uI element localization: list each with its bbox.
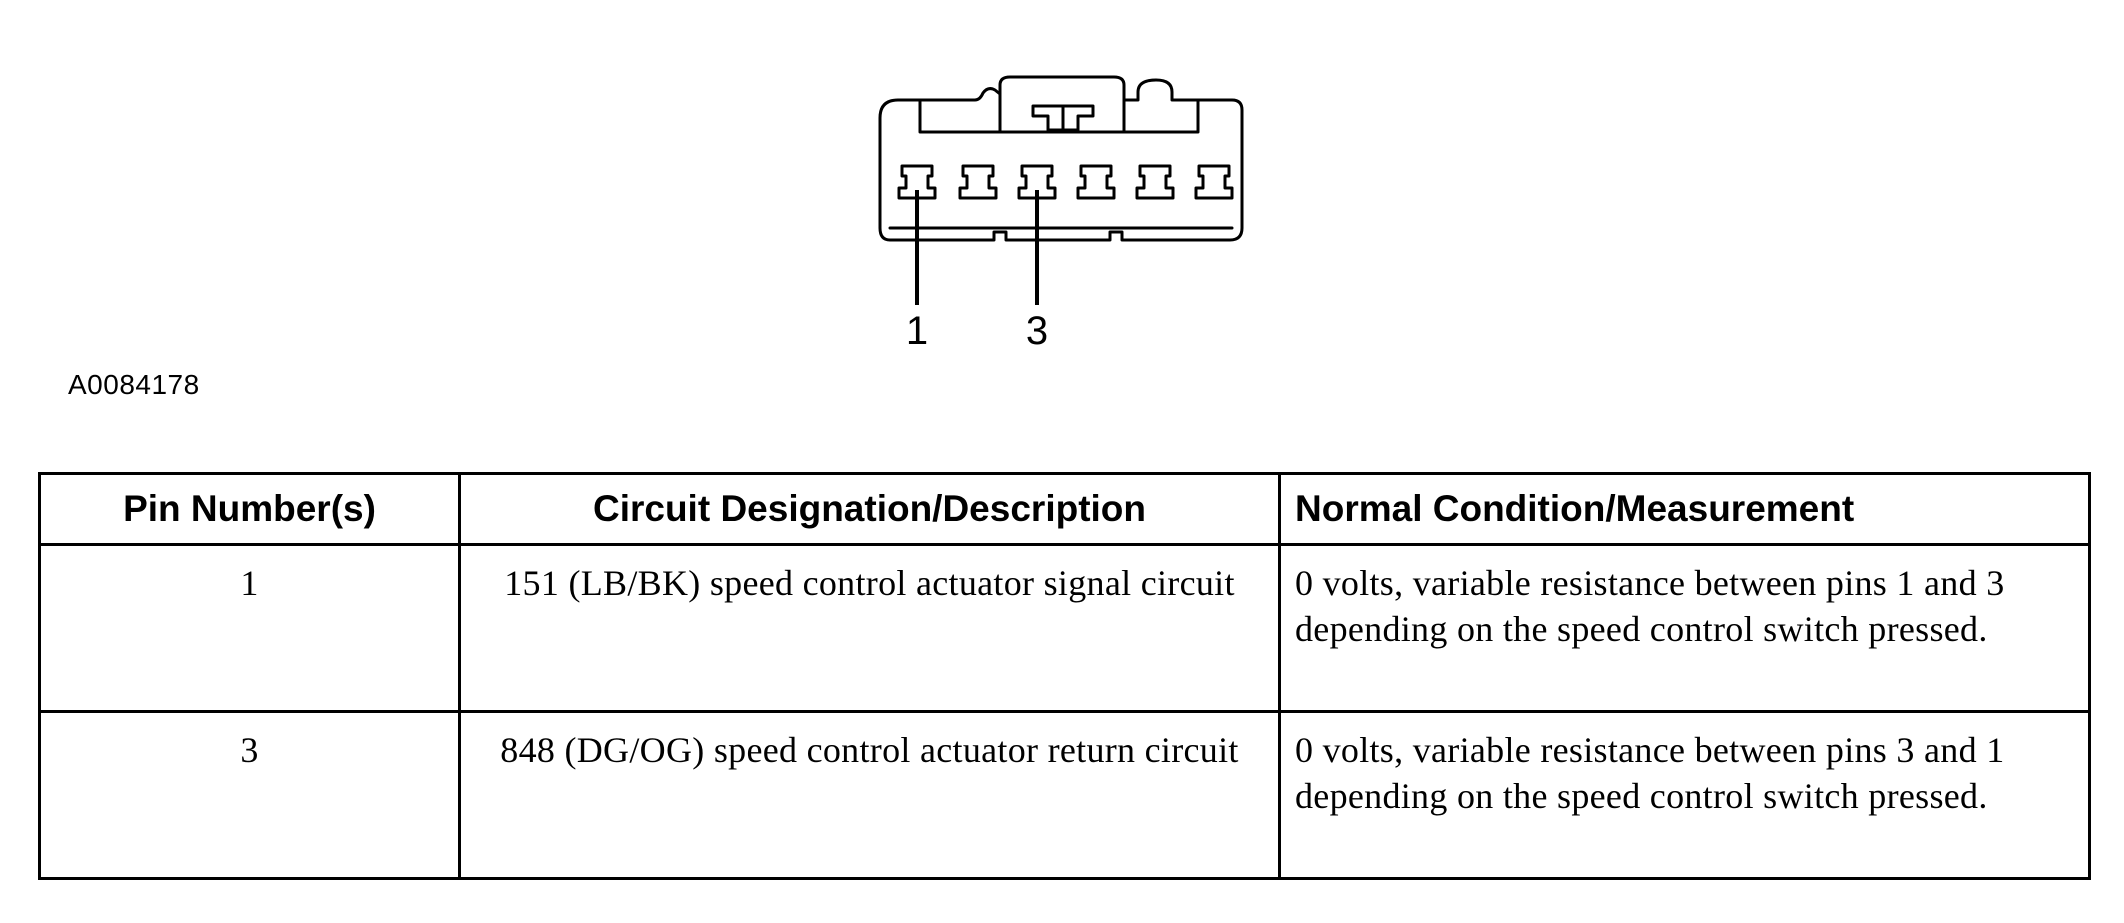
pin-cavity-4 <box>1076 164 1116 200</box>
pinout-table: Pin Number(s) Circuit Designation/Descri… <box>38 472 2091 880</box>
connector-housing <box>878 75 1244 242</box>
connector-latch <box>1031 104 1095 132</box>
pin-cavity-5 <box>1135 164 1175 200</box>
callout-label-pin-3: 3 <box>1026 309 1048 353</box>
table-row: 3 848 (DG/OG) speed control actuator ret… <box>38 710 2091 880</box>
cell-pin-number: 1 <box>38 543 461 713</box>
connector-top-cavity <box>918 98 1200 134</box>
pin-cavity-2 <box>958 164 998 200</box>
cell-circuit-description: 848 (DG/OG) speed control actuator retur… <box>458 710 1281 880</box>
pin-cavity-1 <box>897 164 937 200</box>
figure-id: A0084178 <box>68 369 200 400</box>
callout-label-pin-1: 1 <box>906 309 928 353</box>
header-circuit-description: Circuit Designation/Description <box>458 472 1281 546</box>
table-row: 1 151 (LB/BK) speed control actuator sig… <box>38 543 2091 713</box>
cell-normal-condition: 0 volts, variable resistance between pin… <box>1278 710 2091 880</box>
cell-pin-number: 3 <box>38 710 461 880</box>
pin-cavity-6 <box>1194 164 1234 200</box>
header-normal-condition: Normal Condition/Measurement <box>1278 472 2091 546</box>
cell-normal-condition: 0 volts, variable resistance between pin… <box>1278 543 2091 713</box>
cell-circuit-description: 151 (LB/BK) speed control actuator signa… <box>458 543 1281 713</box>
connector-diagram: 1 3 <box>878 75 1244 353</box>
table-header-row: Pin Number(s) Circuit Designation/Descri… <box>38 472 2091 546</box>
pin-cavity-3 <box>1017 164 1057 200</box>
header-pin-number: Pin Number(s) <box>38 472 461 546</box>
